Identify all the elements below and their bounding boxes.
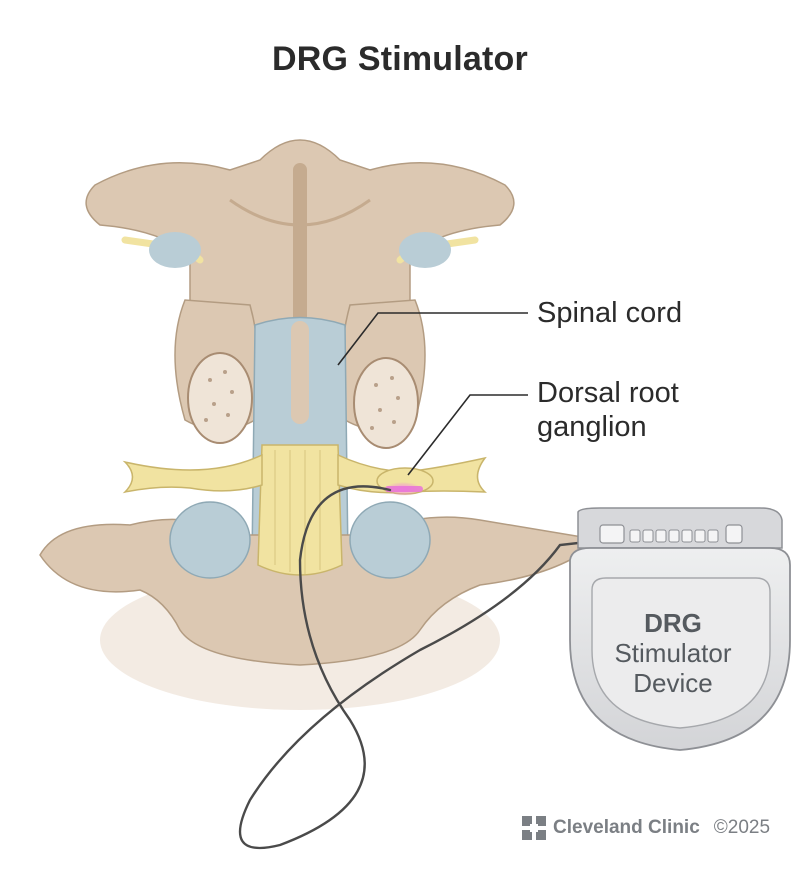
stimulator-lead (238, 485, 607, 850)
device-label: DRG Stimulator Device (598, 608, 748, 698)
dorsal-root-ganglion-label-line1: Dorsal root (537, 377, 679, 409)
spinal-cord-leader (337, 312, 528, 366)
dorsal-root-ganglion-label-line2: ganglion (537, 411, 647, 443)
left-bone-section (187, 352, 253, 444)
dorsal-root-ganglion-label: Dorsal root ganglion (537, 376, 679, 444)
device-label-line3: Device (633, 668, 713, 698)
copyright: ©2025 (713, 817, 771, 838)
credit-line: Cleveland Clinic ©2025 (522, 816, 770, 840)
device-label-line2: Stimulator (614, 638, 732, 668)
nerve-roots (257, 444, 343, 576)
device-label-line1: DRG (644, 608, 702, 638)
spinal-cord-label: Spinal cord (537, 297, 683, 329)
spine-illustration (39, 139, 602, 710)
cleveland-clinic-logo-icon (522, 816, 546, 840)
left-nerve (122, 453, 263, 494)
dorsal-root-leader (407, 394, 528, 476)
right-bone-section (353, 357, 419, 449)
drg-stimulator-device (569, 507, 791, 751)
organization-name: Cleveland Clinic (553, 817, 700, 838)
diagram-title: DRG Stimulator (272, 40, 528, 78)
